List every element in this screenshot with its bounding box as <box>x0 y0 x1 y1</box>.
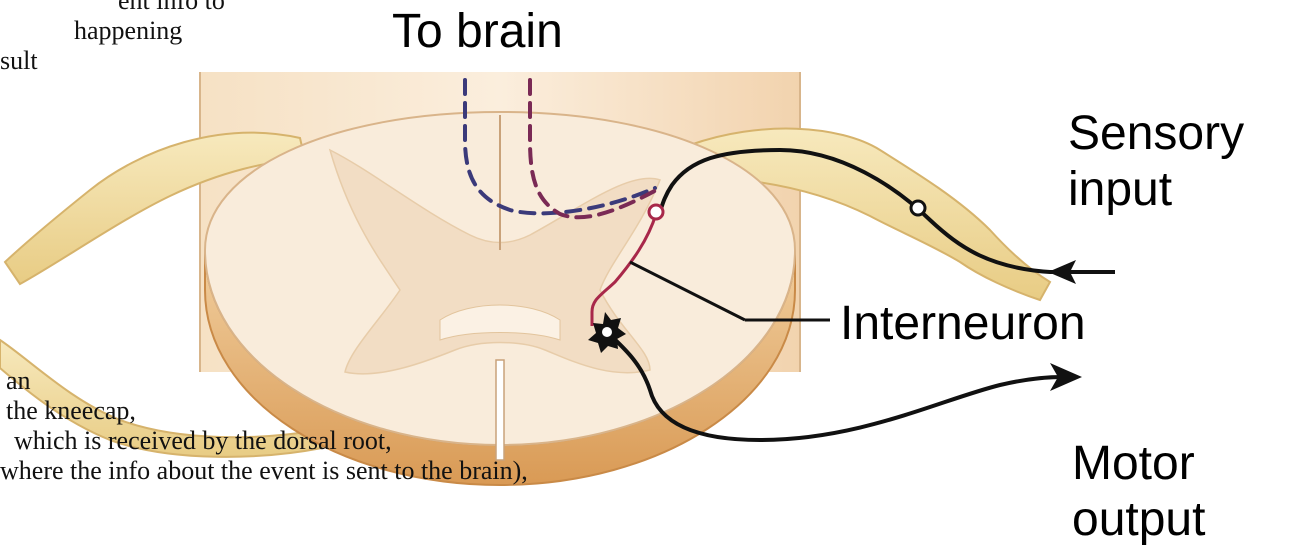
background-text-bottom-left: an the kneecap, which is received by the… <box>0 366 528 486</box>
motor-output-label: Motor output <box>1072 436 1205 548</box>
to-brain-label: To brain <box>392 4 563 60</box>
sensory-label-line: Sensory <box>1068 106 1244 162</box>
sensory-label-line: input <box>1068 162 1244 218</box>
background-line: sult <box>0 46 225 76</box>
background-line: happening <box>0 16 225 46</box>
background-line: which is received by the dorsal root, <box>0 426 528 456</box>
motor-label-line: output <box>1072 492 1205 548</box>
interneuron-label: Interneuron <box>840 296 1086 352</box>
sensory-input-label: Sensory input <box>1068 106 1244 218</box>
background-line: an <box>0 366 528 396</box>
motor-label-line: Motor <box>1072 436 1205 492</box>
sensory-cell-body <box>911 201 925 215</box>
background-text-top-left: ent info to happening sult <box>0 0 225 76</box>
background-line: where the info about the event is sent t… <box>0 456 528 486</box>
background-line: ent info to <box>0 0 225 16</box>
background-line: the kneecap, <box>0 396 528 426</box>
